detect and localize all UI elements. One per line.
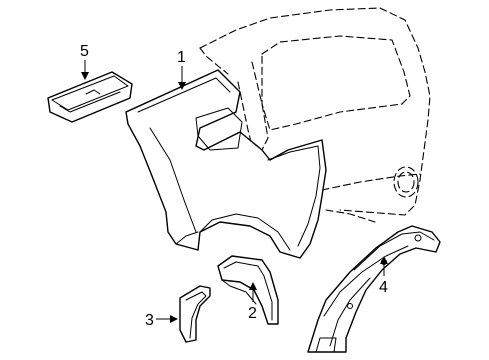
callout-label-4: 4	[379, 279, 388, 296]
part-1-wheelhouse-edge	[199, 213, 291, 251]
fuel-door-inner	[397, 171, 415, 193]
part-3-arch-panel	[179, 285, 211, 343]
part-1-rear-flange	[267, 145, 321, 247]
part-3-outline	[179, 285, 211, 343]
part-2-flange	[221, 279, 257, 305]
callout-2: 2	[248, 282, 257, 322]
part-1-window-frame	[195, 107, 243, 151]
leader-arrow-3	[170, 315, 178, 323]
part-4-outline	[307, 225, 441, 353]
part-4-upper-lip	[353, 231, 435, 271]
part-2-wheelhouse-liner	[217, 255, 279, 325]
body-belt-line	[321, 173, 421, 191]
callout-4: 4	[379, 256, 388, 296]
body-lower-sill	[325, 209, 376, 223]
part-5-top-face	[51, 75, 129, 111]
callout-1: 1	[177, 49, 186, 90]
part-5-slot	[85, 89, 101, 95]
part-1-upper-rail	[137, 77, 231, 113]
part-2-outline	[217, 255, 279, 325]
part-5-bracket	[47, 71, 133, 123]
callout-label-3: 3	[145, 312, 154, 329]
part-2-inner-edge	[223, 261, 273, 321]
part-1-outline	[125, 69, 327, 259]
fuel-door-outline	[393, 166, 419, 198]
leader-arrow-1	[178, 82, 186, 90]
part-4-hole-1	[414, 234, 422, 242]
part-3-inner-edge	[185, 291, 207, 339]
body-roof-outline	[199, 7, 431, 216]
callout-label-2: 2	[248, 305, 257, 322]
callout-5: 5	[80, 43, 89, 80]
body-rear-window	[261, 35, 411, 131]
part-4-hole-3	[347, 303, 353, 309]
leader-arrow-2	[249, 282, 257, 290]
part-1-pillar-edge	[149, 127, 197, 233]
leader-arrow-4	[380, 256, 388, 264]
body-front-pillar	[199, 47, 229, 75]
part-1-lower-edge	[175, 231, 199, 245]
part-4-end-tab	[315, 337, 337, 353]
leader-arrow-5	[81, 72, 89, 80]
callout-3: 3	[145, 312, 178, 329]
part-1-quarter-inner-panel	[125, 69, 327, 259]
part-4-channel	[323, 245, 409, 317]
callout-label-5: 5	[80, 43, 89, 60]
part-4-rail-extension	[307, 225, 441, 353]
part-5-ridge	[59, 91, 121, 113]
callout-label-1: 1	[177, 49, 186, 66]
body-window-inner	[249, 61, 269, 151]
part-4-inner-rib	[329, 277, 371, 347]
